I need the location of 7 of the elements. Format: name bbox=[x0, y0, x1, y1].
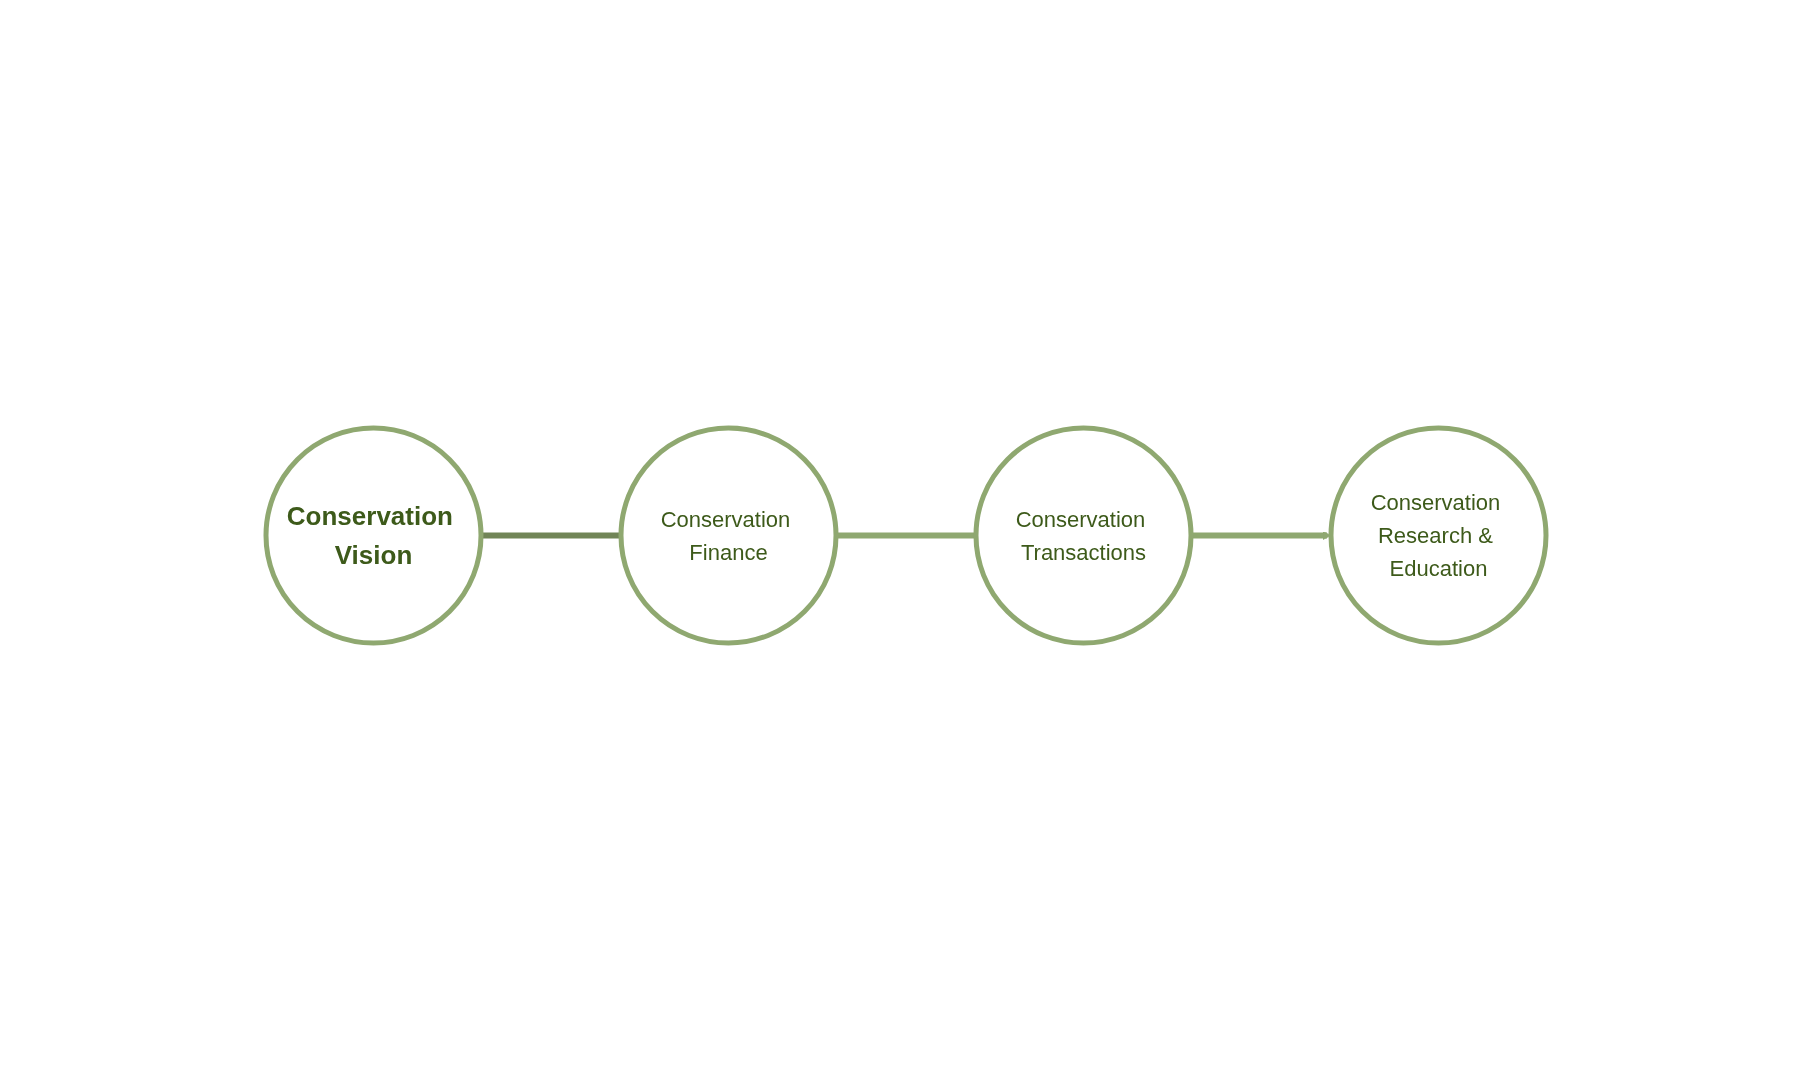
node-circle: Conservation Vision bbox=[263, 425, 483, 645]
arrow bbox=[1190, 530, 1331, 540]
connector bbox=[835, 532, 976, 538]
node-circle: Conservation Finance bbox=[618, 425, 838, 645]
node-circle: Conservation Transactions bbox=[973, 425, 1193, 645]
node-circle: Conservation Research & Education bbox=[1328, 425, 1548, 645]
connector bbox=[480, 532, 621, 538]
